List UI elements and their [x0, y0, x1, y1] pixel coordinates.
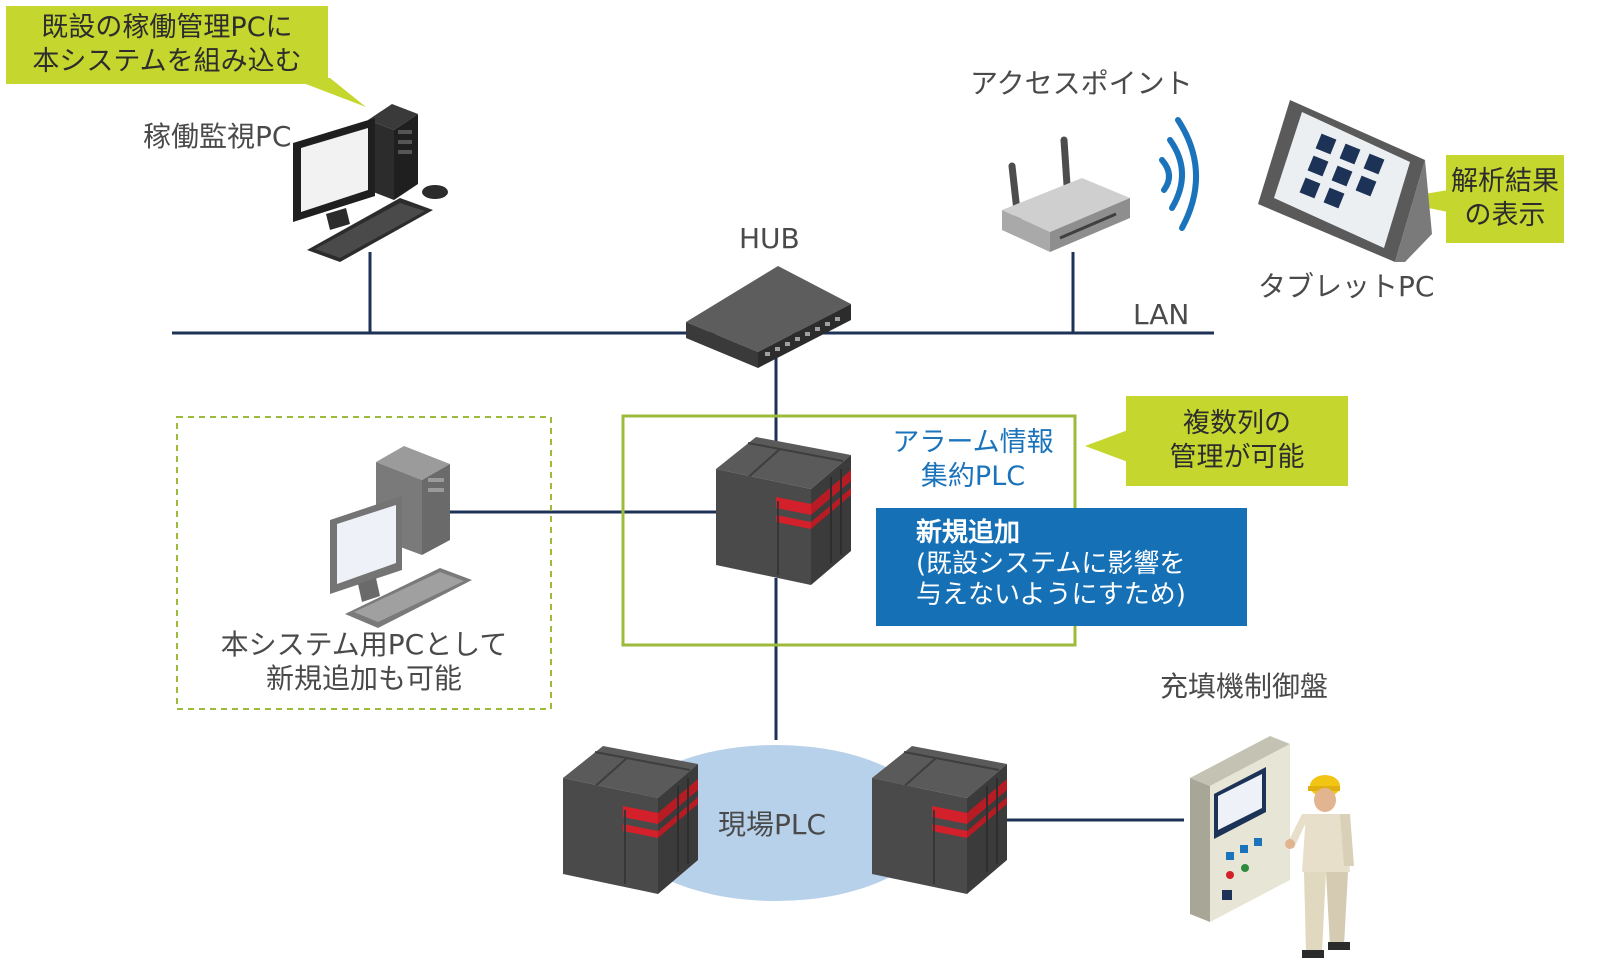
alarm-plc-label-line1: アラーム情報 — [892, 427, 1054, 458]
hub-label: HUB — [739, 222, 800, 255]
callout-existing-pc: 既設の稼働管理PCに 本システムを組み込む — [6, 6, 328, 84]
worker-icon — [1285, 775, 1354, 958]
new-addition-notice: 新規追加 (既設システムに影響を 与えないようにすため) — [876, 508, 1247, 626]
callout-pointer-existing-pc — [290, 78, 366, 107]
access-point-icon — [1002, 136, 1130, 252]
callout-analysis-line1: 解析結果 — [1451, 166, 1559, 197]
callout-multi-rows-line1: 複数列の — [1183, 408, 1291, 439]
filling-panel-label: 充填機制御盤 — [1160, 670, 1329, 703]
new-pc-label-line1: 本システム用PCとして — [220, 628, 508, 661]
tablet-icon — [1258, 100, 1432, 262]
lan-label: LAN — [1133, 298, 1190, 331]
control-panel-icon — [1190, 736, 1290, 922]
new-pc-label-line2: 新規追加も可能 — [265, 662, 462, 695]
alarm-plc-label-line2: 集約PLC — [920, 461, 1026, 492]
new-pc-dashed-frame — [176, 416, 552, 710]
field-plc-right-icon — [871, 745, 1008, 895]
callout-multi-rows: 複数列の 管理が可能 — [1126, 396, 1348, 486]
callout-multi-rows-line2: 管理が可能 — [1169, 442, 1305, 473]
callout-analysis: 解析結果 の表示 — [1446, 155, 1564, 243]
alarm-plc-label: アラーム情報 集約PLC — [884, 426, 1062, 494]
callout-existing-pc-line2: 本システムを組み込む — [32, 46, 302, 77]
wifi-signal-icon — [1159, 117, 1200, 231]
callout-analysis-line2: の表示 — [1464, 200, 1546, 231]
field-plc-left-icon — [562, 745, 699, 895]
notice-line1: (既設システムに影響を — [916, 549, 1186, 579]
alarm-plc-icon — [715, 436, 852, 586]
callout-existing-pc-line1: 既設の稼働管理PCに — [41, 12, 293, 43]
notice-line2: 与えないようにすため) — [916, 580, 1186, 610]
field-plc-label: 現場PLC — [718, 808, 827, 841]
new-pc-label: 本システム用PCとして 新規追加も可能 — [190, 628, 538, 696]
callout-pointer-multi-rows — [1085, 430, 1128, 462]
hub-icon — [686, 266, 851, 368]
new-pc-icon — [330, 446, 472, 628]
monitor-pc-label: 稼働監視PC — [143, 120, 292, 153]
monitor-pc-icon — [293, 104, 448, 262]
tablet-pc-label: タブレットPC — [1258, 270, 1435, 303]
notice-title: 新規追加 — [916, 518, 1021, 548]
access-point-label: アクセスポイント — [970, 67, 1193, 100]
